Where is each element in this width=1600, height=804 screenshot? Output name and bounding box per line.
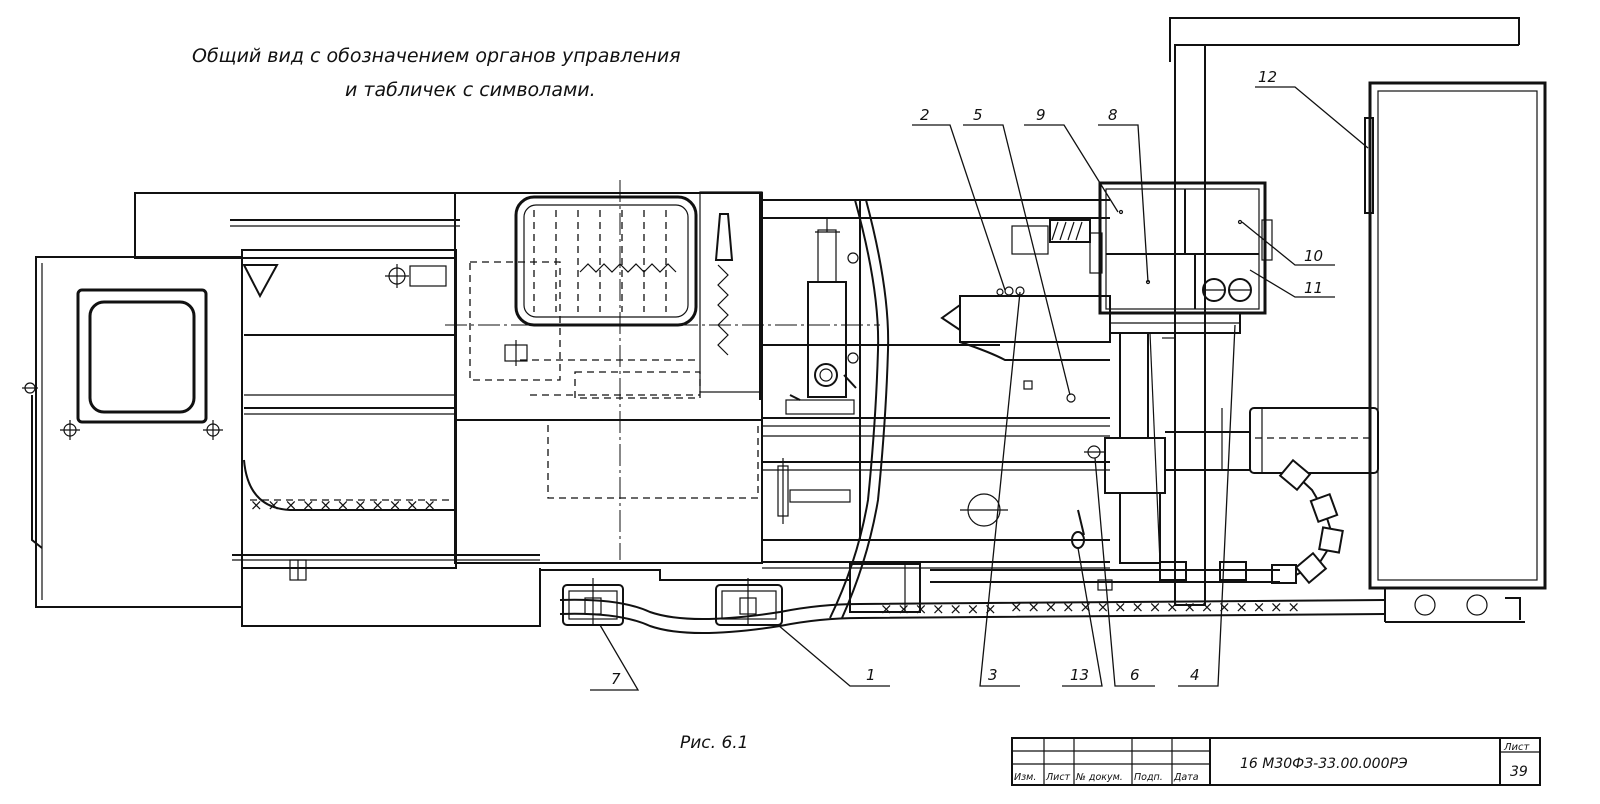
callout-3: 3 [988,666,998,684]
tailstock [762,199,1110,415]
sheet-label: Лист [1503,742,1531,753]
headstock-housing [445,180,880,564]
caption-line-2: и табличек с символами. [345,79,596,101]
callout-13: 13 [1070,666,1089,684]
svg-text:× × × × × × × × × × ×: × × × × × × × × × × × [250,496,436,514]
figure-label: Рис. 6.1 [680,733,749,753]
callout-7: 7 [611,670,621,688]
svg-text:× × × × × × ×: × × × × × × × [880,600,997,618]
bed-rails [762,199,1110,619]
control-handles [996,288,1113,591]
callout-11: 11 [1304,279,1323,297]
bed-feet [540,569,850,626]
carriage-column [1084,332,1175,564]
turret-head [1089,181,1273,334]
left-end-cover [22,256,243,608]
callout-5: 5 [973,106,983,124]
svg-text:× × × × × × × × × × × × × × ×: × × × × × × × × × × × × × × × × × [1010,598,1300,616]
bed-body [134,192,541,627]
callout-9: 9 [1036,106,1046,124]
title-block: Изм. Лист № докум. Подп. Дата 16 М30ФЗ-3… [1011,737,1541,786]
callout-labels: 12 2 5 9 8 10 11 7 1 3 13 6 4 [611,68,1323,688]
title-header-docnum: № докум. [1075,772,1123,783]
caption-line-1: Общий вид с обозначением органов управле… [192,45,681,67]
document-code: 16 М30ФЗ-33.00.000РЭ [1240,756,1408,772]
callout-4: 4 [1190,666,1200,684]
title-header-date: Дата [1173,772,1199,783]
callout-6: 6 [1130,666,1140,684]
electrical-cabinet [1169,17,1547,623]
feed-arm [1165,407,1379,474]
spindle-area [699,191,763,400]
title-header-list: Лист [1045,772,1071,783]
callout-10: 10 [1304,247,1323,265]
title-header-sign: Подп. [1134,772,1163,783]
callout-2: 2 [920,106,930,124]
sheet-number: 39 [1510,764,1528,780]
leader-lines [590,86,1369,691]
callout-12: 12 [1258,68,1277,86]
title-header-izm: Изм. [1014,772,1036,783]
cable-duct: × × × × × × × × × × × × × × × × × × × × … [250,496,1386,634]
quill [940,219,1111,361]
callout-8: 8 [1108,106,1118,124]
callout-1: 1 [866,666,876,684]
